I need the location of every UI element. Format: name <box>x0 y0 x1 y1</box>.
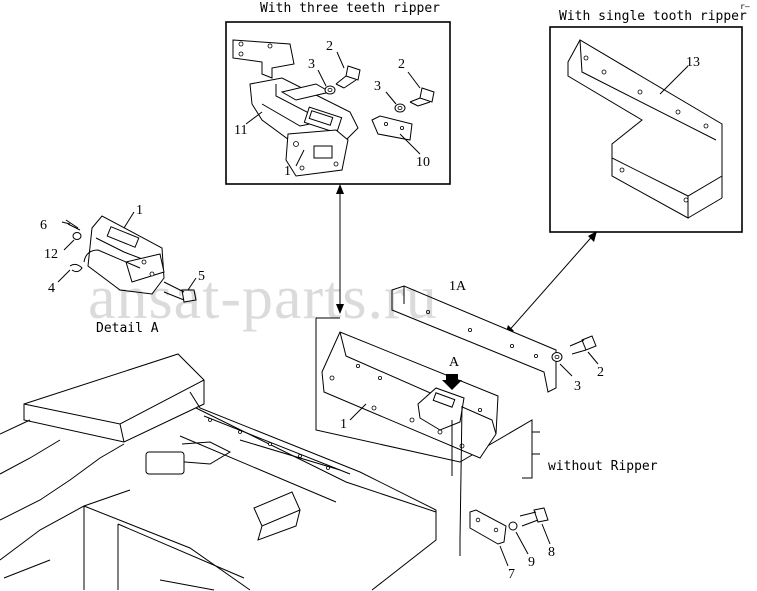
reference-arrows <box>336 184 597 335</box>
view-a-arrow <box>442 374 462 390</box>
callout-3: 3 <box>574 379 581 394</box>
single-tooth-frame <box>549 26 743 233</box>
bolt-2-main <box>569 335 597 355</box>
watermark: ansat-parts.ru <box>88 264 438 332</box>
callout-2: 2 <box>398 57 405 72</box>
callout-2: 2 <box>597 365 604 380</box>
plate-7 <box>469 509 507 545</box>
callout-1: 1 <box>284 164 291 179</box>
bolt-8 <box>519 507 549 527</box>
rear-strip-1a <box>391 285 557 393</box>
callout-11: 11 <box>234 123 247 138</box>
callout-7: 7 <box>508 567 515 582</box>
main-guard-plate-1 <box>321 331 499 459</box>
cover-block-right <box>253 491 301 527</box>
callout-1a: 1A <box>449 279 467 294</box>
machine-body <box>0 353 437 591</box>
three-teeth-frame <box>225 21 451 185</box>
rear-cover <box>23 353 205 443</box>
spring-pin-4 <box>69 263 83 273</box>
callout-13: 13 <box>686 55 700 70</box>
bolt-2-right <box>409 87 435 107</box>
callout-12: 12 <box>44 247 58 262</box>
without-ripper-caption: without Ripper <box>548 459 658 474</box>
guard-plate-13 <box>567 39 723 197</box>
callout-2: 2 <box>326 39 333 54</box>
callout-4: 4 <box>48 281 55 296</box>
callout-1: 1 <box>340 417 347 432</box>
callout-8: 8 <box>548 545 555 560</box>
view-a-label: A <box>449 355 460 370</box>
callout-9: 9 <box>528 555 535 570</box>
upper-plate <box>232 39 295 79</box>
single-tooth-ripper-inset: With single tooth ripper r– 13 <box>549 2 750 233</box>
bolt-2-upper <box>335 65 361 89</box>
detail-bracket <box>125 253 165 283</box>
corner-mark: r– <box>740 2 750 11</box>
single-tooth-caption: With single tooth ripper <box>559 9 747 24</box>
callout-1: 1 <box>136 203 143 218</box>
callout-6: 6 <box>40 218 47 233</box>
three-teeth-caption: With three teeth ripper <box>260 1 440 16</box>
main-guard-assembly: A 1A 1 3 2 without Ripper 8 9 7 <box>315 279 658 582</box>
three-teeth-ripper-inset: With three teeth ripper <box>225 1 451 185</box>
callout-3: 3 <box>308 57 315 72</box>
detail-a-caption: Detail A <box>96 321 159 336</box>
detail-pin <box>83 249 141 269</box>
washer-9 <box>508 521 518 531</box>
washer-12 <box>72 232 82 240</box>
bolt-5 <box>163 281 197 303</box>
callout-5: 5 <box>198 269 205 284</box>
cover-block-left <box>145 451 185 475</box>
detail-a-view: 6 1 12 5 4 Detail A <box>40 203 205 336</box>
callout-3: 3 <box>374 79 381 94</box>
plate-10 <box>371 115 413 141</box>
callout-10: 10 <box>416 155 430 170</box>
